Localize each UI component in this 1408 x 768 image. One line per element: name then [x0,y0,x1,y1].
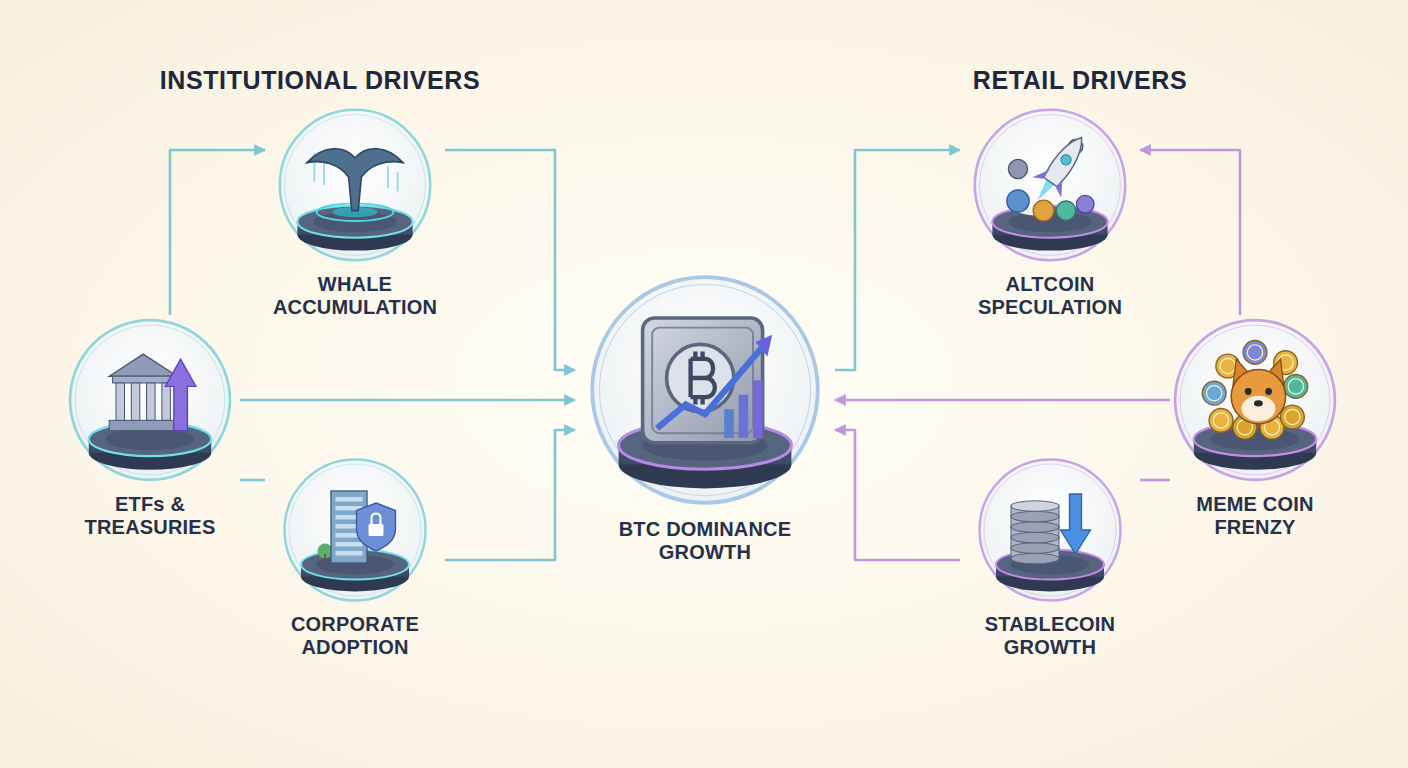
driver-node: STABLECOIN GROWTH [960,455,1140,659]
flow-connector [445,150,575,370]
section-heading: RETAIL DRIVERS [973,66,1187,95]
flow-connector [445,430,575,560]
node-illustration [275,105,435,265]
driver-node: ALTCOIN SPECULATION [960,105,1140,319]
node-illustration [280,455,430,605]
driver-node: BTC DOMINANCE GROWTH [575,270,835,564]
flow-connector [835,150,960,370]
flow-connector [835,399,1170,402]
driver-node: CORPORATE ADOPTION [265,455,445,659]
flow-connector [835,430,960,560]
flow-connector [1140,479,1170,482]
node-illustration [1170,315,1340,485]
node-illustration [975,455,1125,605]
node-label: STABLECOIN GROWTH [960,613,1140,659]
node-label: ETFs & TREASURIES [60,493,240,539]
driver-node: WHALE ACCUMULATION [265,105,445,319]
flow-connector [170,150,265,315]
driver-node: ETFs & TREASURIES [60,315,240,539]
node-illustration [585,270,825,510]
flow-connector [240,399,575,402]
driver-node: MEME COIN FRENZY [1170,315,1340,539]
section-heading: INSTITUTIONAL DRIVERS [160,66,481,95]
node-label: ALTCOIN SPECULATION [960,273,1140,319]
node-label: WHALE ACCUMULATION [265,273,445,319]
node-label: BTC DOMINANCE GROWTH [575,518,835,564]
node-illustration [970,105,1130,265]
flow-connector [240,479,265,482]
node-label: CORPORATE ADOPTION [265,613,445,659]
node-illustration [65,315,235,485]
flow-connector [1140,150,1240,315]
node-label: MEME COIN FRENZY [1170,493,1340,539]
